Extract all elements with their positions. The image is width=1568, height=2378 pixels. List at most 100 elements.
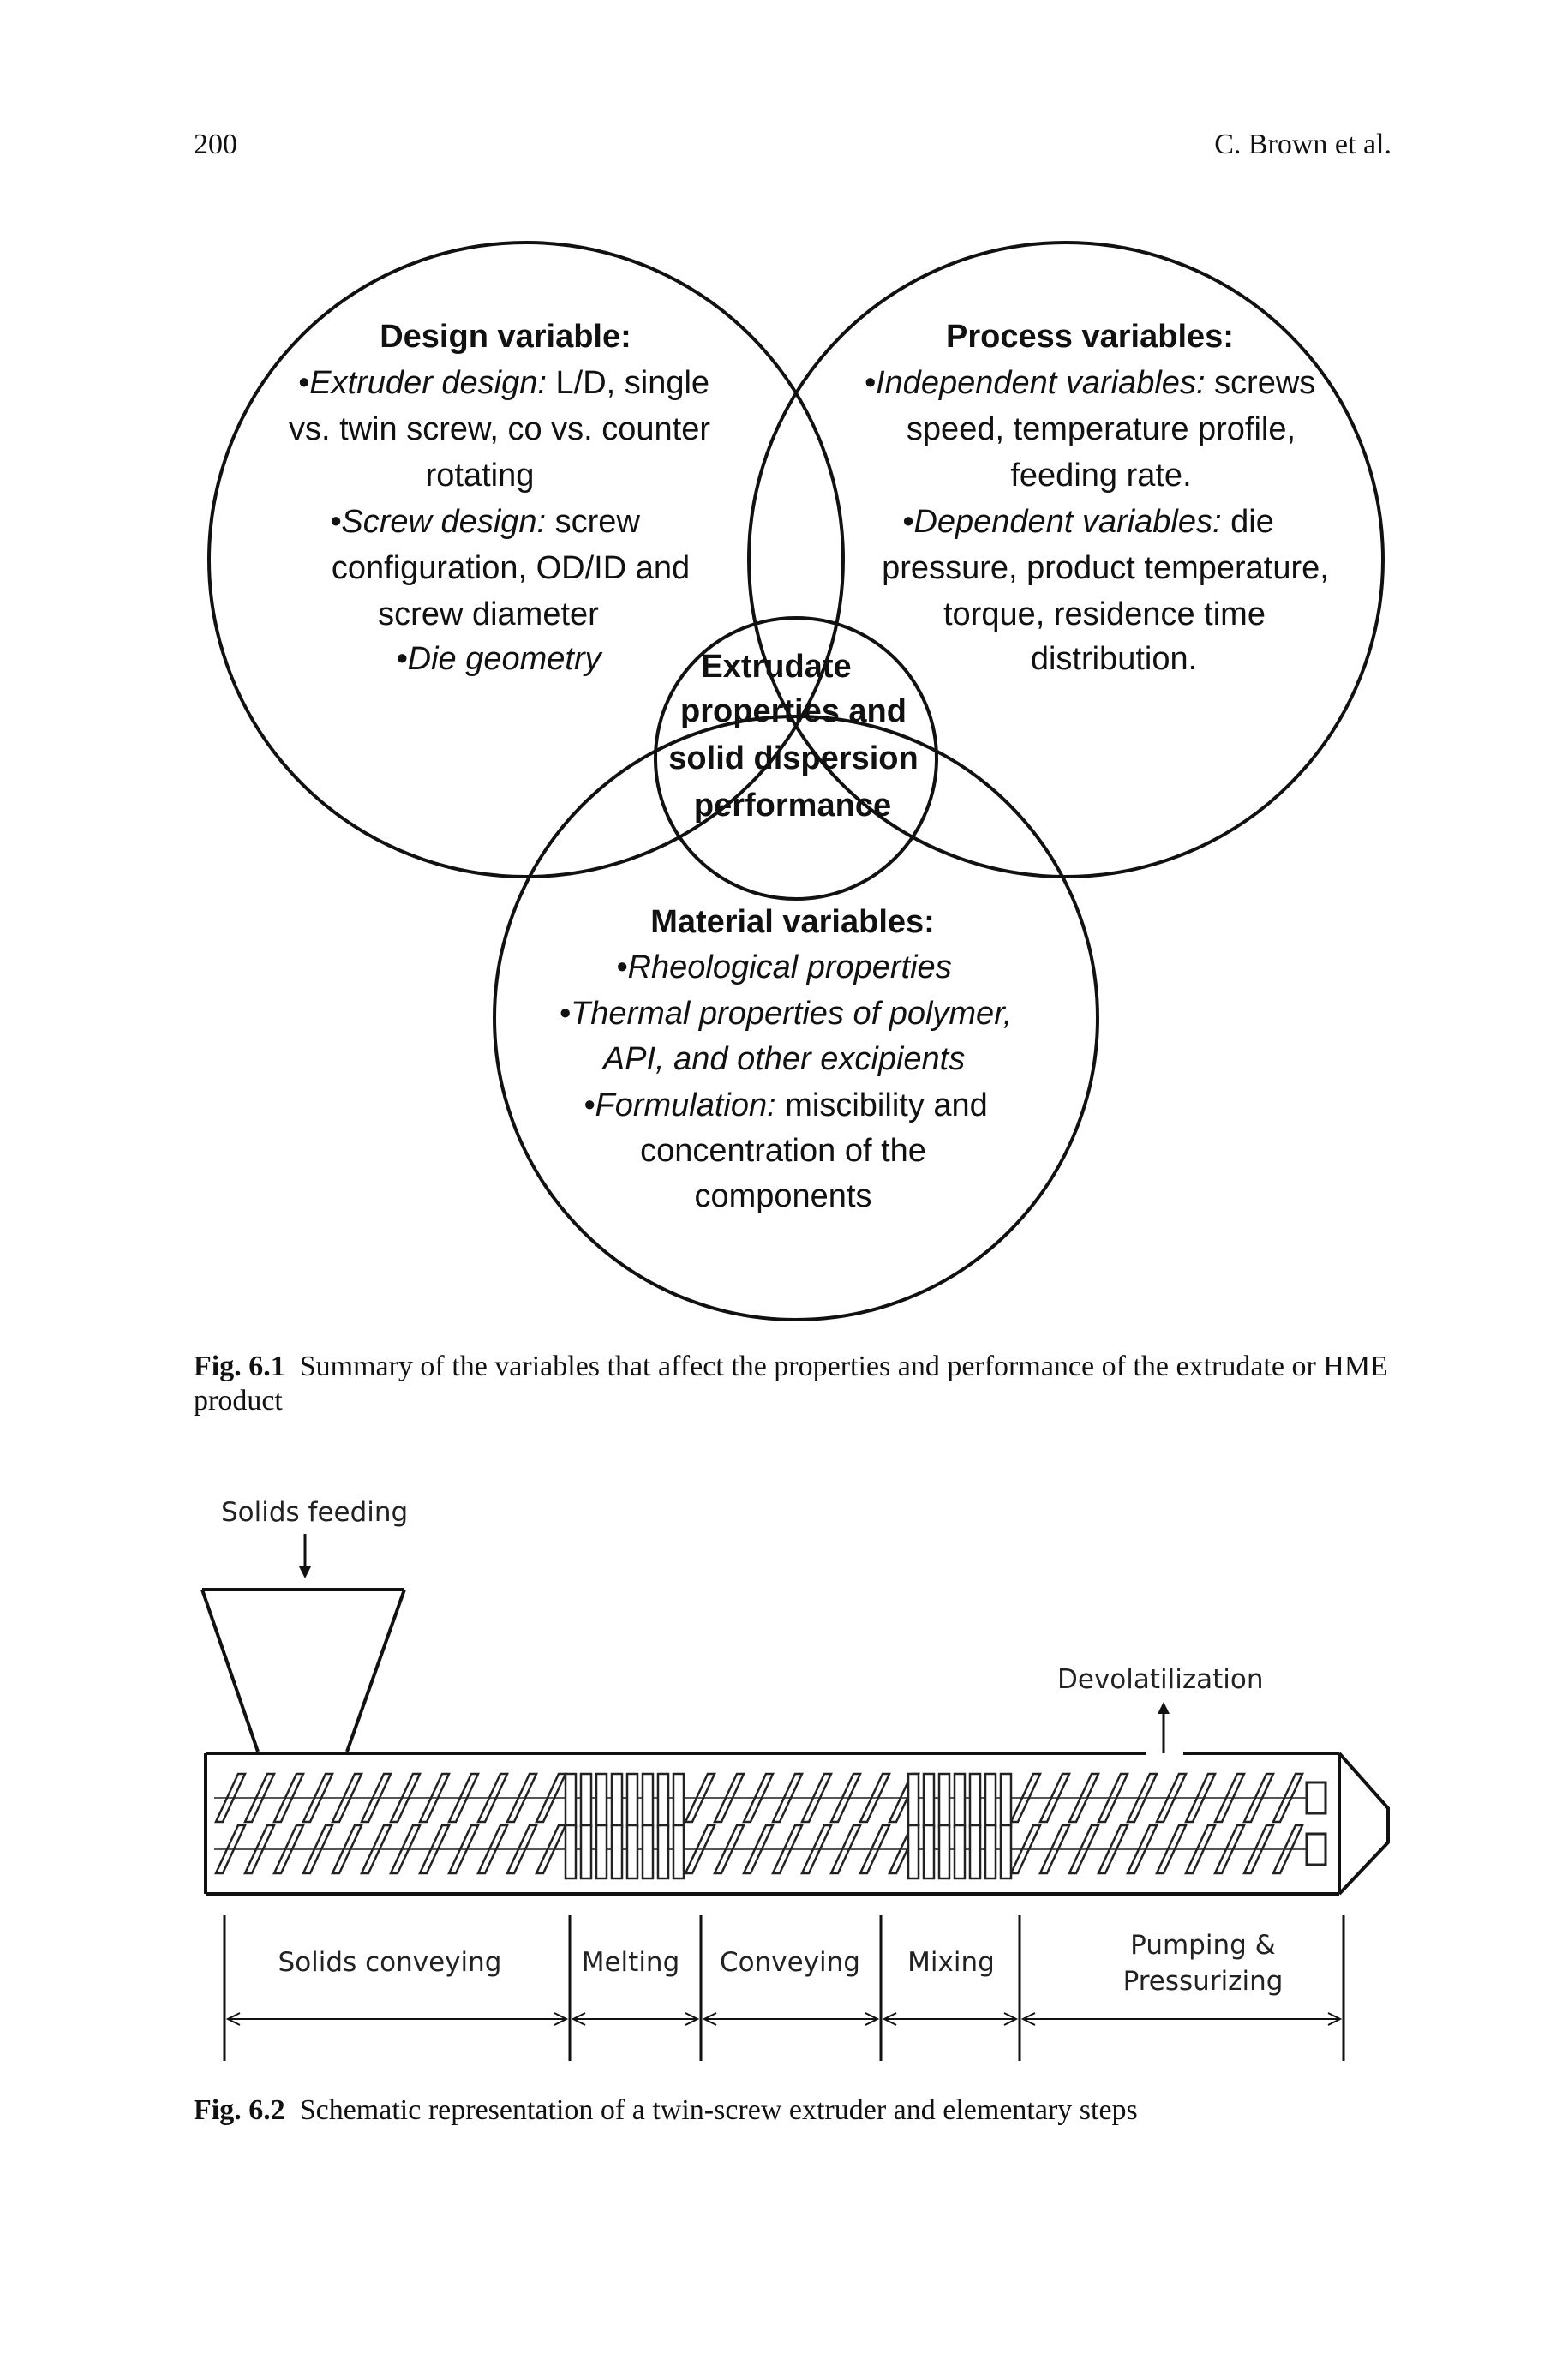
kneading-block <box>937 1824 951 1880</box>
center-line-4: performance <box>694 788 891 824</box>
zone-label-melting: Melting <box>582 1947 680 1978</box>
screw-flight <box>447 1772 480 1824</box>
kneading-block <box>999 1824 1013 1880</box>
material-line-2: •Thermal properties of polymer, <box>560 996 1013 1032</box>
zone-arrow-right <box>685 2012 700 2026</box>
center-line-3: solid dispersion <box>668 740 918 776</box>
screw-flight <box>800 1772 833 1824</box>
screw-flight <box>214 1824 247 1875</box>
figure-6-1-caption: Fig. 6.1 Summary of the variables that a… <box>194 1350 1393 1418</box>
venn-diagram: Design variable: •Extruder design: L/D, … <box>207 241 1385 1321</box>
screw-flight <box>1242 1772 1275 1824</box>
screw-flight <box>1184 1772 1217 1824</box>
material-line-1: •Rheological properties <box>616 949 951 985</box>
screw-flight <box>389 1772 422 1824</box>
screw-flight <box>214 1772 247 1824</box>
zone-label-pressurizing: Pressurizing <box>1123 1966 1284 1997</box>
figure-6-1-label: Fig. 6.1 <box>194 1351 285 1382</box>
screw-flight <box>1097 1824 1129 1875</box>
zone-axis <box>223 1915 1345 2061</box>
screw-flight <box>859 1772 891 1824</box>
screw-flight <box>331 1824 363 1875</box>
kneading-block <box>672 1772 685 1829</box>
design-line-1: •Extruder design: L/D, single <box>298 365 709 401</box>
center-line-2: properties and <box>680 693 907 729</box>
screw-flight <box>1155 1824 1188 1875</box>
zone-arrow-right <box>865 2012 880 2026</box>
screw-flight <box>1213 1824 1246 1875</box>
design-line-6: screw diameter <box>378 596 599 632</box>
zone-arrow-left <box>882 2012 897 2026</box>
screw-flight <box>476 1772 509 1824</box>
screw-flight <box>1272 1772 1304 1824</box>
kneading-block <box>922 1824 936 1880</box>
process-line-1: •Independent variables: screws <box>865 365 1316 401</box>
screw-flight <box>1126 1772 1158 1824</box>
screw-flight <box>713 1824 745 1875</box>
feed-arrow <box>299 1534 311 1578</box>
screw-flight <box>742 1824 775 1875</box>
center-text: Extrudate properties and solid dispersio… <box>668 649 918 824</box>
design-line-3: rotating <box>426 458 535 494</box>
screw-flight <box>1242 1824 1275 1875</box>
figure-6-2-caption: Fig. 6.2 Schematic representation of a t… <box>194 2093 1393 2128</box>
screw-flight <box>800 1824 833 1875</box>
zone-labels: Solids conveying Melting Conveying Mixin… <box>278 1930 1284 1997</box>
design-title: Design variable: <box>380 319 631 355</box>
screw-flight <box>1126 1824 1158 1875</box>
screw-flight <box>506 1772 538 1824</box>
screw-flight <box>506 1824 538 1875</box>
kneading-block <box>937 1772 951 1829</box>
zone-arrow-left <box>571 2012 586 2026</box>
process-line-2: speed, temperature profile, <box>907 411 1296 447</box>
extruder-schematic: Solids feeding Devolatilization Solids c… <box>200 1497 1390 2061</box>
kneading-block <box>672 1824 685 1880</box>
process-line-6: torque, residence time <box>943 596 1266 632</box>
center-line-1: Extrudate <box>701 649 851 685</box>
design-circle <box>207 241 845 878</box>
kneading-block <box>579 1824 593 1880</box>
screw-flight <box>476 1824 509 1875</box>
figure-6-2-text: Schematic representation of a twin-screw… <box>299 2094 1138 2126</box>
zone-arrow-left <box>225 2012 241 2026</box>
barrel <box>204 1752 1390 1896</box>
screw-flight <box>360 1824 392 1875</box>
material-title: Material variables: <box>650 904 935 940</box>
zone-arrow-right <box>554 2012 569 2026</box>
zone-arrow-left <box>702 2012 717 2026</box>
screw-flight <box>360 1772 392 1824</box>
screw-flight <box>418 1772 451 1824</box>
kneading-block <box>656 1772 670 1829</box>
screw-flight <box>243 1824 276 1875</box>
process-circle <box>747 241 1385 878</box>
kneading-block <box>907 1772 920 1829</box>
kneading-block <box>625 1824 639 1880</box>
screw-flight <box>1009 1772 1042 1824</box>
kneading-block <box>641 1824 655 1880</box>
kneading-block <box>999 1772 1013 1829</box>
screw-flight <box>1272 1824 1304 1875</box>
screw-flight <box>1038 1824 1071 1875</box>
figure-6-2-label: Fig. 6.2 <box>194 2094 285 2126</box>
kneading-block <box>625 1772 639 1829</box>
kneading-block <box>595 1772 608 1829</box>
material-circle <box>493 715 1099 1321</box>
screw-flight <box>1155 1772 1188 1824</box>
center-circle <box>654 616 938 901</box>
kneading-block <box>922 1772 936 1829</box>
process-variables-text: Process variables: •Independent variable… <box>865 319 1329 677</box>
design-line-7: •Die geometry <box>396 641 602 677</box>
kneading-block <box>564 1772 578 1829</box>
screw-flight <box>1213 1772 1246 1824</box>
hopper <box>200 1588 406 1752</box>
zone-label-conveying: Conveying <box>720 1947 860 1978</box>
kneading-block <box>564 1824 578 1880</box>
zone-label-solids-conveying: Solids conveying <box>278 1947 502 1978</box>
material-line-6: components <box>694 1178 871 1214</box>
kneading-block <box>984 1824 997 1880</box>
screw-tip <box>1305 1832 1327 1866</box>
screw-flight <box>418 1824 451 1875</box>
screw-tip <box>1305 1781 1327 1815</box>
screw-flight <box>829 1772 862 1824</box>
zone-label-pumping: Pumping & <box>1130 1930 1276 1961</box>
